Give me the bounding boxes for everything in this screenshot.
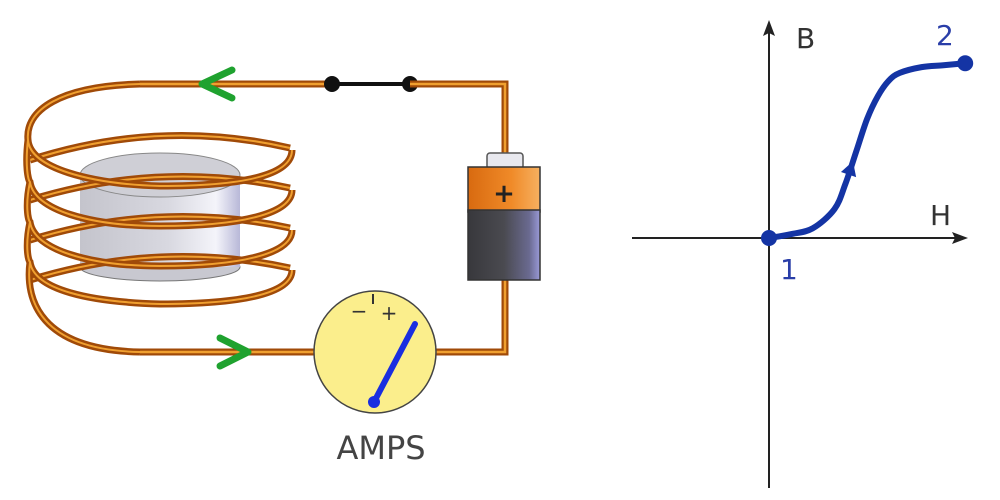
- ammeter: − + AMPS: [313, 290, 437, 467]
- battery: +: [467, 152, 541, 281]
- wire-right: [435, 278, 509, 356]
- y-axis-label: B: [796, 22, 815, 55]
- battery-body: [467, 209, 541, 281]
- current-arrow-left-icon: [198, 66, 236, 102]
- ammeter-needle: [371, 321, 418, 405]
- ammeter-minus-label: −: [351, 299, 368, 323]
- battery-plus-label: +: [493, 179, 515, 209]
- x-axis-label: H: [930, 199, 951, 232]
- circuit-wires: [140, 76, 509, 356]
- wire-top-right: [410, 80, 509, 155]
- start-point-marker: [761, 230, 777, 246]
- bh-graph: B H 1 2: [632, 19, 974, 488]
- end-point-marker: [957, 55, 974, 72]
- end-point-label: 2: [936, 19, 954, 52]
- magnetization-curve: [766, 60, 969, 241]
- ammeter-needle-pivot: [368, 396, 380, 408]
- ammeter-label: AMPS: [336, 429, 425, 467]
- switch-terminal-left[interactable]: [324, 76, 340, 92]
- ammeter-face: [313, 290, 437, 414]
- start-point-label: 1: [780, 253, 798, 286]
- current-arrow-right-icon: [216, 334, 252, 370]
- ammeter-plus-label: +: [381, 301, 398, 325]
- curve-direction-arrow-icon: [840, 161, 857, 178]
- curve-layer: [761, 55, 974, 246]
- coil: [23, 80, 296, 356]
- x-axis-arrow-icon: [952, 232, 968, 244]
- y-axis-arrow-icon: [763, 20, 775, 36]
